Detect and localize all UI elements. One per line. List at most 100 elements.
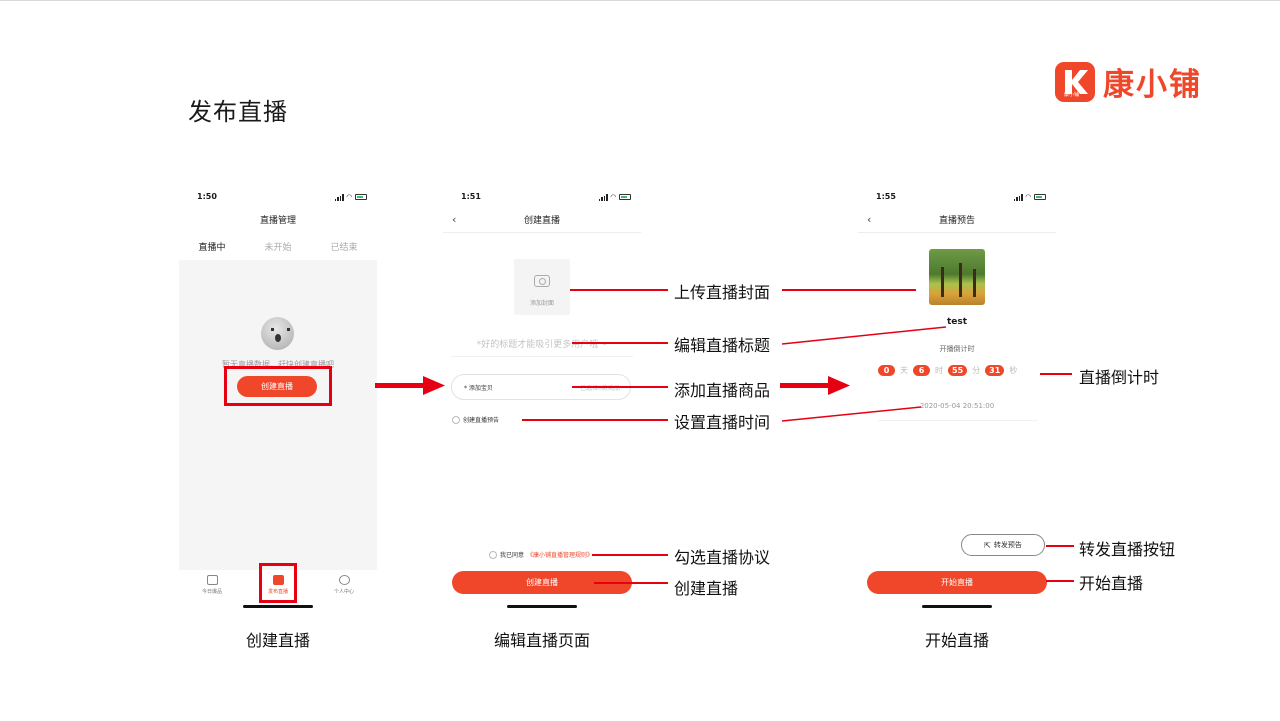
video-icon [272,575,284,585]
annotation-agreement: 勾选直播协议 [674,548,771,567]
brand-k-icon [1065,69,1088,94]
phone-create-live: 1:51 ◠ ‹ 创建直播 添加封面 *好的标题才能吸引更多用户哦～ * 添加宝… [443,188,641,614]
create-live-button[interactable]: 创建直播 [237,376,317,397]
preview-radio[interactable] [452,415,460,424]
preview-label: 创建直播预告 [463,417,500,424]
annotation-line [594,582,668,584]
nav-divider [443,232,641,233]
caption-phone1: 创建直播 [245,631,310,650]
divider [878,420,1038,421]
annotation-line [1046,580,1074,582]
bag-icon [206,575,218,585]
tabbar-label: 今日爆品 [201,589,222,595]
stream-name: test [946,317,968,327]
tabbar-label: 个人中心 [333,589,354,595]
divider [451,356,633,357]
phone-live-management: 1:50 ◠ 直播管理 直播中 未开始 已结束 暂无直播数据，赶快创建直播吧 创… [179,188,377,614]
cover-label: 添加封面 [529,300,554,307]
annotation-start-live: 开始直播 [1079,574,1144,593]
tab-upcoming[interactable]: 未开始 [264,243,292,253]
status-time: 1:55 [876,192,896,201]
annotation-line [570,289,668,291]
goods-label: * 添加宝贝 [464,385,493,392]
wifi-icon: ◠ [346,193,352,201]
top-divider [0,0,1280,1]
nav-divider [858,232,1056,233]
tabbar-item-publish[interactable]: 发布直播 [253,575,303,614]
home-indicator [507,605,577,608]
brand-logo-text: 康小铺 [1064,91,1080,98]
annotation-add-goods: 添加直播商品 [674,381,771,400]
brand-logo: 康小铺 [1055,61,1095,102]
wifi-icon: ◠ [1025,193,1031,201]
annotation-line [592,554,668,556]
share-label: 转发预告 [993,541,1022,549]
create-live-submit-button[interactable]: 创建直播 [452,571,632,594]
empty-face-icon [261,317,294,350]
live-tabs: 直播中 未开始 已结束 [179,240,377,263]
highlight-publish-tab [259,563,297,603]
countdown-seconds: 31 [985,365,1005,376]
cover-image [929,249,985,305]
status-bar: 1:51 ◠ [443,192,641,206]
flow-arrow-2 [780,376,850,395]
smile-icon [338,575,350,585]
wifi-icon: ◠ [610,193,616,201]
annotation-countdown: 直播倒计时 [1079,368,1160,387]
status-time: 1:51 [461,192,481,201]
share-icon: ⇱ [984,540,991,550]
tabbar-label: 发布直播 [267,589,288,595]
brand: 康小铺 康小铺 [1055,59,1202,104]
home-indicator [243,605,313,608]
nav-title: 创建直播 [523,216,560,226]
back-icon[interactable]: ‹ [867,213,872,226]
countdown-label: 开播倒计时 [939,345,975,353]
annotation-line-slanted [781,406,922,422]
phone-live-preview: 1:55 ◠ ‹ 直播预告 test 开播倒计时 0 天 6 时 55 分 31… [858,188,1056,614]
empty-text: 暂无直播数据，赶快创建直播吧 [222,360,334,369]
title-input[interactable]: *好的标题才能吸引更多用户哦～ [476,340,608,350]
countdown-unit: 时 [935,366,943,375]
agreement-radio[interactable] [489,550,497,559]
annotation-set-time: 设置直播时间 [674,413,771,432]
preview-option[interactable]: 创建直播预告 [452,415,499,424]
annotation-line [782,289,916,291]
back-icon[interactable]: ‹ [452,213,457,226]
nav-title: 直播预告 [938,216,975,226]
agreement-link[interactable]: 《康小铺直播管理规则》 [527,552,594,559]
annotation-upload-cover: 上传直播封面 [674,283,771,302]
countdown-hours: 6 [913,365,930,376]
page-title: 发布直播 [188,98,288,126]
tab-live[interactable]: 直播中 [198,240,226,263]
start-time: 2020-05-04 20:51:00 [919,402,995,410]
tabbar-item-profile[interactable]: 个人中心 [319,575,369,614]
nav-bar: ‹ 直播预告 [858,213,1056,233]
highlight-create-button [224,366,332,406]
tab-bar: 今日爆品 发布直播 个人中心 [179,570,377,614]
annotation-line [572,342,668,344]
countdown-unit: 天 [900,366,908,375]
countdown-minutes: 55 [948,365,968,376]
start-live-button[interactable]: 开始直播 [867,571,1047,594]
home-indicator [922,605,992,608]
annotation-line [572,386,668,388]
nav-bar: ‹ 创建直播 [443,213,641,233]
agreement-prefix: 我已同意 [500,552,525,559]
annotation-share-button: 转发直播按钮 [1079,540,1176,559]
share-preview-button[interactable]: ⇱ 转发预告 [961,534,1045,556]
tab-ended[interactable]: 已结束 [330,243,358,253]
annotation-line [1046,545,1074,547]
signal-icon [598,193,608,201]
brand-name: 康小铺 [1103,67,1202,103]
battery-icon [355,194,367,200]
caption-phone3: 开始直播 [924,631,989,650]
countdown-days: 0 [878,365,895,376]
annotation-create-live: 创建直播 [674,579,739,598]
empty-state-area: 暂无直播数据，赶快创建直播吧 创建直播 [179,260,377,570]
add-cover-button[interactable]: 添加封面 [514,259,570,315]
countdown: 0 天 6 时 55 分 31 秒 [878,365,1017,376]
tabbar-item-hot[interactable]: 今日爆品 [187,575,237,614]
status-time: 1:50 [197,192,217,201]
signal-icon [334,193,344,201]
agreement-row[interactable]: 我已同意《康小铺直播管理规则》 [489,550,593,559]
